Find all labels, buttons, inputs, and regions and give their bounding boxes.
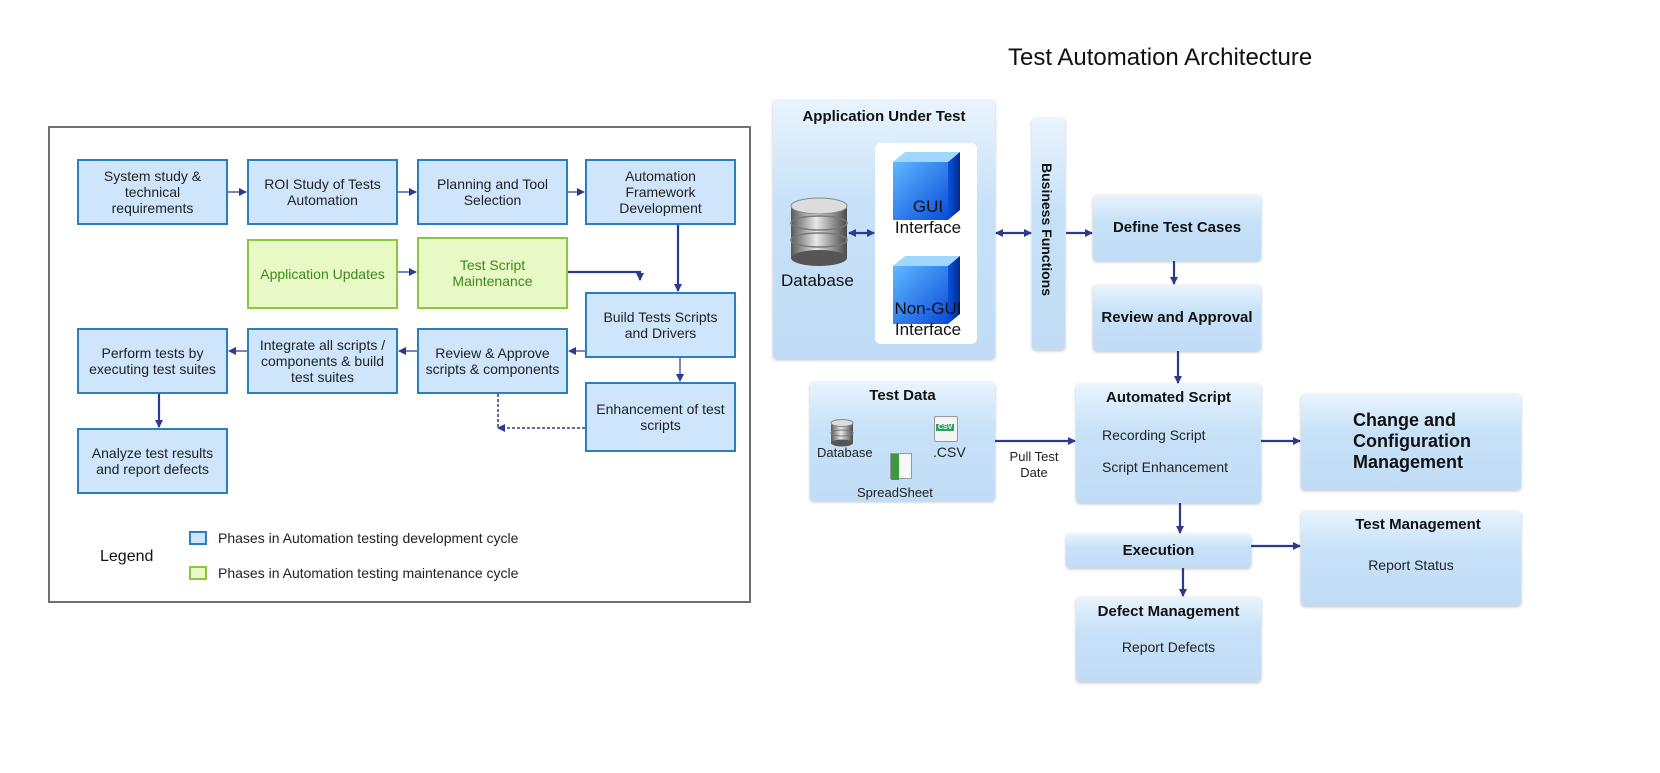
spreadsheet-label: SpreadSheet xyxy=(857,485,933,500)
review-approval-box: Review and Approval xyxy=(1093,285,1261,351)
defect-management-title: Defect Management xyxy=(1097,603,1240,620)
aut-title: Application Under Test xyxy=(802,108,966,125)
test-management-title: Test Management xyxy=(1355,516,1481,533)
change-config-box xyxy=(1301,394,1521,490)
box-review-approve: Review & Approve scripts & components xyxy=(417,328,568,394)
box-enhancement: Enhancement of test scripts xyxy=(585,382,736,452)
box-system-study: System study & technical requirements xyxy=(77,159,228,225)
spreadsheet-icon xyxy=(890,453,912,480)
gui-interface-label: GUI Interface xyxy=(894,197,962,237)
csv-icon: CSV xyxy=(934,416,958,442)
test-data-database-label: Database xyxy=(817,445,873,460)
script-enhancement-label: Script Enhancement xyxy=(1102,459,1229,475)
report-defects-label: Report Defects xyxy=(1121,639,1216,655)
test-data-title: Test Data xyxy=(869,387,936,404)
legend-title: Legend xyxy=(100,548,154,565)
nongui-interface-label: Non-GUI Interface xyxy=(894,299,962,339)
test-management-box xyxy=(1301,511,1521,606)
report-status-label: Report Status xyxy=(1368,557,1454,573)
lifecycle-frame xyxy=(48,126,751,603)
box-perform-tests: Perform tests by executing test suites xyxy=(77,328,228,394)
automated-script-box xyxy=(1076,384,1261,503)
business-functions-label: Business Functions xyxy=(1039,163,1055,297)
box-build-scripts: Build Tests Scripts and Drivers xyxy=(585,292,736,358)
pull-test-date-label: Pull Test Date xyxy=(1009,449,1059,480)
page-title: Test Automation Architecture xyxy=(1008,44,1313,71)
box-planning: Planning and Tool Selection xyxy=(417,159,568,225)
execution-box: Execution xyxy=(1066,534,1251,568)
define-test-cases-box: Define Test Cases xyxy=(1093,195,1261,261)
box-script-maintenance: Test Script Maintenance xyxy=(417,237,568,309)
legend-swatch-development xyxy=(189,531,207,545)
automated-script-title: Automated Script xyxy=(1105,389,1231,406)
csv-label: .CSV xyxy=(933,444,966,460)
change-config-label: Change and Configuration Management xyxy=(1353,410,1471,472)
box-roi-study: ROI Study of Tests Automation xyxy=(247,159,398,225)
spreadsheet-icon-band xyxy=(891,454,899,480)
box-app-updates: Application Updates xyxy=(247,239,398,309)
recording-script-label: Recording Script xyxy=(1102,427,1206,443)
legend-maintenance-label: Phases in Automation testing maintenance… xyxy=(218,565,519,581)
defect-management-box xyxy=(1076,597,1261,682)
business-functions-bar xyxy=(1032,118,1065,350)
box-framework: Automation Framework Development xyxy=(585,159,736,225)
aut-database-label: Database xyxy=(781,271,854,290)
box-integrate: Integrate all scripts / components & bui… xyxy=(247,328,398,394)
csv-icon-text: CSV xyxy=(936,424,955,431)
legend-swatch-maintenance xyxy=(189,566,207,580)
box-analyze: Analyze test results and report defects xyxy=(77,428,228,494)
legend-development-label: Phases in Automation testing development… xyxy=(218,530,519,546)
